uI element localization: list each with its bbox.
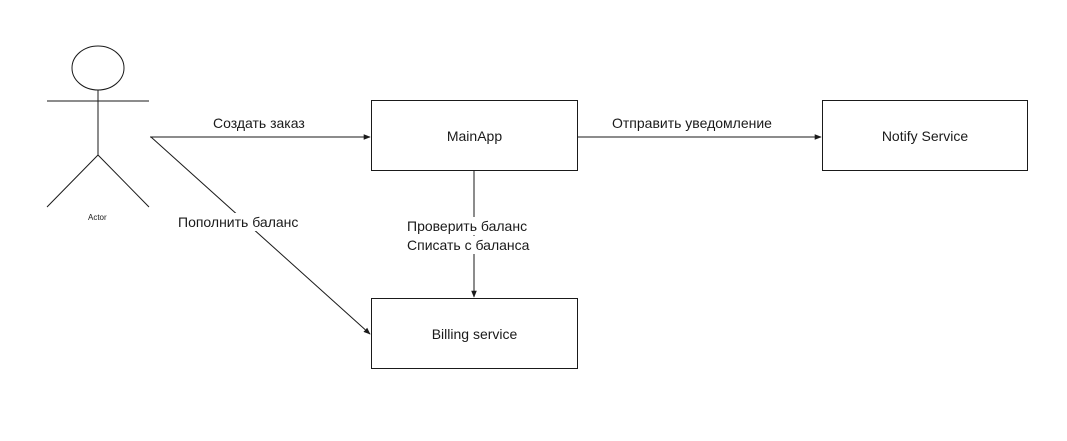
edge-label-send-notification: Отправить уведомление — [612, 115, 772, 131]
arrow-top-up-balance — [150, 136, 371, 335]
edge-label-debit-balance: Списать с баланса — [407, 236, 530, 254]
edge-label-check-balance: Проверить баланс — [407, 217, 528, 235]
actor-figure — [46, 45, 150, 208]
node-billing-service-label: Billing service — [431, 325, 518, 342]
actor-right-leg — [97, 154, 150, 208]
node-notify-service[interactable]: Notify Service — [822, 100, 1028, 171]
actor-head — [71, 45, 125, 91]
edge-label-create-order: Создать заказ — [213, 115, 305, 131]
node-mainapp-label: MainApp — [446, 127, 503, 144]
node-billing-service[interactable]: Billing service — [371, 298, 578, 369]
edge-label-top-up-balance: Пополнить баланс — [178, 213, 299, 231]
actor-label: Actor — [88, 213, 107, 222]
node-mainapp[interactable]: MainApp — [371, 100, 578, 171]
node-notify-service-label: Notify Service — [881, 127, 969, 144]
actor-left-leg — [46, 154, 99, 208]
